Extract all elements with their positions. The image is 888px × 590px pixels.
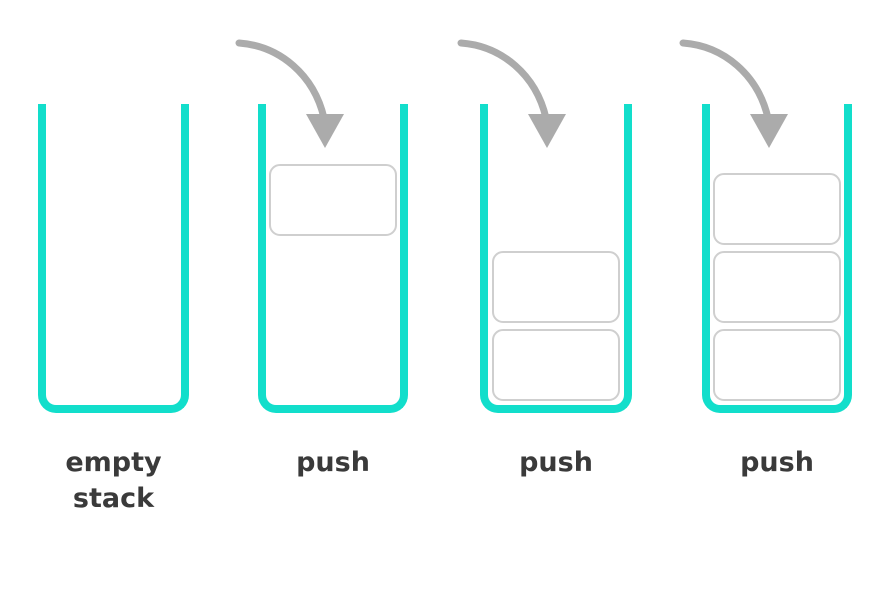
stack-group-empty: empty stack [38,0,189,590]
stack-cell: 3 [713,173,841,245]
stack-cells: 3 2 1 [713,164,841,401]
stack-container [702,104,852,413]
stack-group-push-2: 2 1 push [457,0,632,590]
stack-caption-push: push [740,447,814,478]
stack-group-push-1: 1 push [235,0,408,590]
stack-container [38,104,189,413]
stack-cell: 1 [713,329,841,401]
stack-caption-push: push [296,447,370,478]
stack-cell: 2 [492,251,620,323]
stack-cell: 1 [269,164,397,236]
stack-cells: 1 [269,164,397,407]
stack-container [480,104,632,413]
stack-cells: 2 1 [492,164,620,401]
stack-cell: 1 [492,329,620,401]
stack-caption-empty: empty stack [65,447,162,515]
stack-caption-push: push [519,447,593,478]
stack-cell: 2 [713,251,841,323]
stack-group-push-3: 3 2 1 push [679,0,852,590]
stack-container [258,104,408,413]
